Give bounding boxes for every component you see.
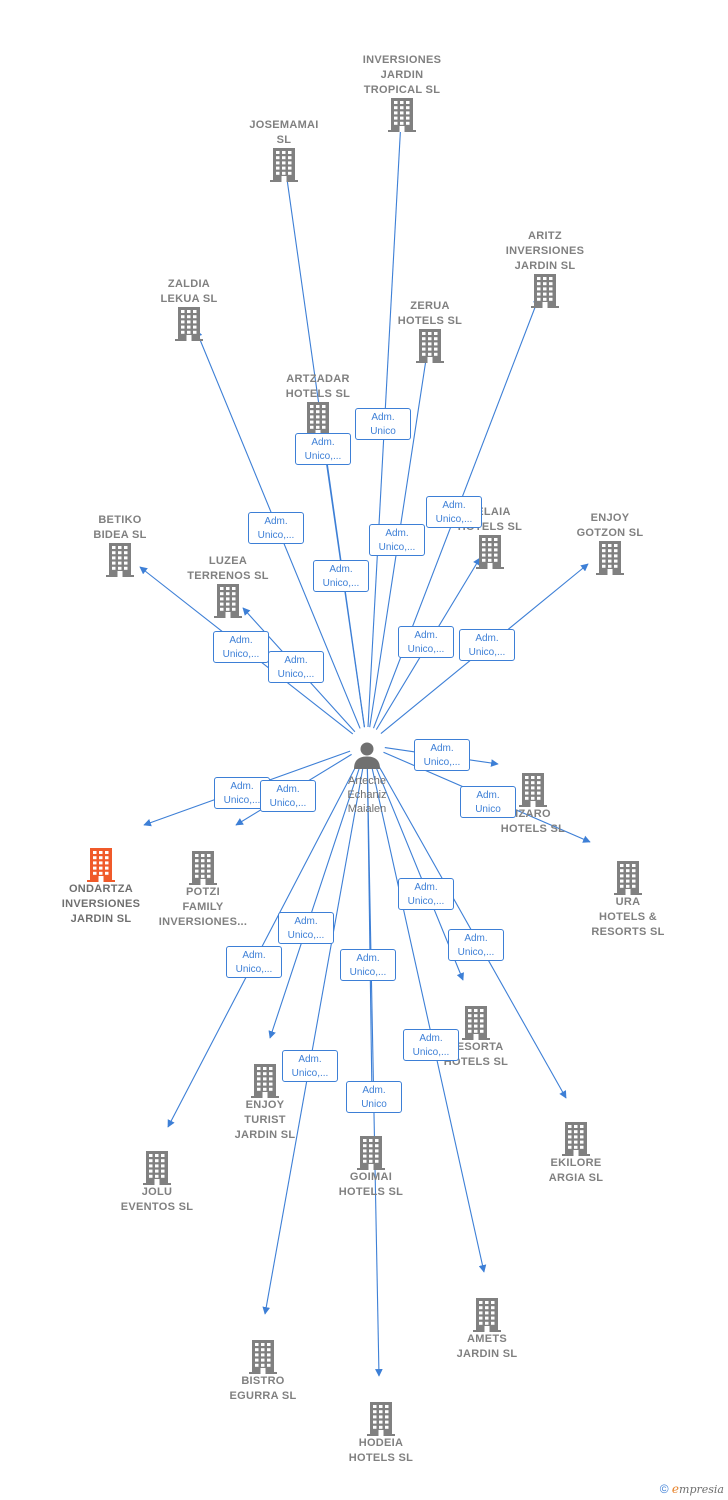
edge-jolu-eventos [167,760,360,1128]
relation-label-enjoy-turist-jardin[interactable]: Adm. Unico,... [278,912,334,944]
company-betiko-bidea[interactable]: BETIKO BIDEA SL [55,513,185,577]
company-label: IZARO HOTELS SL [500,808,566,835]
company-inversiones-jardin-tropical[interactable]: INVERSIONES JARDIN TROPICAL SL [337,53,467,132]
company-label: ARITZ INVERSIONES JARDIN SL [505,230,585,272]
company-enjoy-gotzon[interactable]: ENJOY GOTZON SL [545,511,675,575]
company-goimai-hotels[interactable]: GOIMAI HOTELS SL [306,1136,436,1200]
footer-brand: © empresia [660,1482,724,1496]
company-enjoy-turist-jardin[interactable]: ENJOY TURIST JARDIN SL [200,1064,330,1143]
company-label: LUZEA TERRENOS SL [187,555,269,582]
building-icon [519,773,547,807]
company-label: AMETS JARDIN SL [456,1333,518,1360]
relation-label-zaldia-lekua[interactable]: Adm. Unico,... [248,512,304,544]
company-label: ENJOY GOTZON SL [576,512,644,539]
relation-label-zelaia-hotels[interactable]: Adm. Unico,... [398,626,454,658]
company-josemamai[interactable]: JOSEMAMAI SL [219,118,349,182]
company-label: JOLU EVENTOS SL [120,1186,194,1213]
relation-label-izaro-hotels[interactable]: Adm. Unico,... [414,739,470,771]
company-label: ARTZADAR HOTELS SL [285,373,351,400]
building-icon [367,1402,395,1436]
relation-label-resorta-hotels[interactable]: Adm. Unico,... [398,878,454,910]
building-icon [214,584,242,618]
relation-label-zerua-hotels[interactable]: Adm. Unico,... [369,524,425,556]
relation-label-inversiones-jardin-tropical[interactable]: Adm. Unico [355,408,411,440]
relation-label-potzi-family-inversiones[interactable]: Adm. Unico,... [260,780,316,812]
person-icon [354,742,380,769]
building-icon [175,307,203,341]
building-icon [249,1340,277,1374]
company-label: BETIKO BIDEA SL [93,514,147,541]
relation-label-jolu-eventos[interactable]: Adm. Unico,... [226,946,282,978]
relation-label-ura-hotels-resorts[interactable]: Adm. Unico [460,786,516,818]
company-ura-hotels-resorts[interactable]: URA HOTELS & RESORTS SL [563,861,693,940]
company-label: URA HOTELS & RESORTS SL [591,896,665,938]
relation-label-goimai-hotels[interactable]: Adm. Unico,... [340,949,396,981]
building-icon [87,848,115,882]
company-aritz-inversiones-jardin[interactable]: ARITZ INVERSIONES JARDIN SL [480,229,610,308]
relation-label-luzea-terrenos[interactable]: Adm. Unico,... [268,651,324,683]
copyright-symbol: © [659,1482,669,1496]
edge-bistro-egurra [262,762,365,1315]
company-bistro-egurra[interactable]: BISTRO EGURRA SL [198,1340,328,1404]
edge-hodeia-hotels [366,762,383,1377]
building-icon [143,1151,171,1185]
relation-label-artzadar-hotels[interactable]: Adm. Unico,... [313,560,369,592]
company-zerua-hotels[interactable]: ZERUA HOTELS SL [365,299,495,363]
building-icon [614,861,642,895]
company-label: ENJOY TURIST JARDIN SL [234,1099,296,1141]
company-hodeia-hotels[interactable]: HODEIA HOTELS SL [316,1402,446,1466]
company-label: BISTRO EGURRA SL [229,1375,297,1402]
company-label: EKILORE ARGIA SL [548,1157,604,1184]
company-ondartza-inversiones-jardin[interactable]: ONDARTZA INVERSIONES JARDIN SL [36,848,166,927]
company-zaldia-lekua[interactable]: ZALDIA LEKUA SL [124,277,254,341]
building-icon [596,541,624,575]
building-icon [251,1064,279,1098]
building-icon [304,402,332,436]
company-ekilore-argia[interactable]: EKILORE ARGIA SL [511,1122,641,1186]
company-label: POTZI FAMILY INVERSIONES... [158,886,248,928]
relation-label-ekilore-argia[interactable]: Adm. Unico,... [448,929,504,961]
relation-label-enjoy-gotzon[interactable]: Adm. Unico,... [459,629,515,661]
relation-label-betiko-bidea[interactable]: Adm. Unico,... [213,631,269,663]
company-potzi-family-inversiones[interactable]: POTZI FAMILY INVERSIONES... [138,851,268,930]
relation-label-hodeia-hotels[interactable]: Adm. Unico [346,1081,402,1113]
company-label: HODEIA HOTELS SL [348,1437,414,1464]
building-icon [473,1298,501,1332]
company-jolu-eventos[interactable]: JOLU EVENTOS SL [92,1151,222,1215]
edge-enjoy-turist-jardin [268,761,362,1039]
building-icon [562,1122,590,1156]
company-label: ZALDIA LEKUA SL [160,278,218,305]
brand-name: mpresia [679,1483,724,1496]
building-icon [357,1136,385,1170]
building-icon [476,535,504,569]
building-icon [106,543,134,577]
relation-label-josemamai[interactable]: Adm. Unico,... [295,433,351,465]
relation-label-bistro-egurra[interactable]: Adm. Unico,... [282,1050,338,1082]
brand-initial: e [671,1482,680,1496]
company-label: ZERUA HOTELS SL [397,300,463,327]
building-icon [189,851,217,885]
company-izaro-hotels[interactable]: IZARO HOTELS SL [468,773,598,837]
relation-label-amets-jardin[interactable]: Adm. Unico,... [403,1029,459,1061]
relation-label-aritz-inversiones-jardin[interactable]: Adm. Unico,... [426,496,482,528]
building-icon [531,274,559,308]
building-icon [270,148,298,182]
person-node[interactable]: Arteche Echaniz Maialen [327,741,407,816]
company-label: JOSEMAMAI SL [249,119,319,146]
building-icon [416,329,444,363]
company-label: INVERSIONES JARDIN TROPICAL SL [362,54,442,96]
company-label: ONDARTZA INVERSIONES JARDIN SL [61,883,141,925]
company-luzea-terrenos[interactable]: LUZEA TERRENOS SL [163,554,293,618]
person-name: Arteche Echaniz Maialen [347,775,387,815]
company-amets-jardin[interactable]: AMETS JARDIN SL [422,1298,552,1362]
company-label: GOIMAI HOTELS SL [338,1171,404,1198]
edge-amets-jardin [370,762,487,1273]
building-icon [462,1006,490,1040]
building-icon [388,98,416,132]
